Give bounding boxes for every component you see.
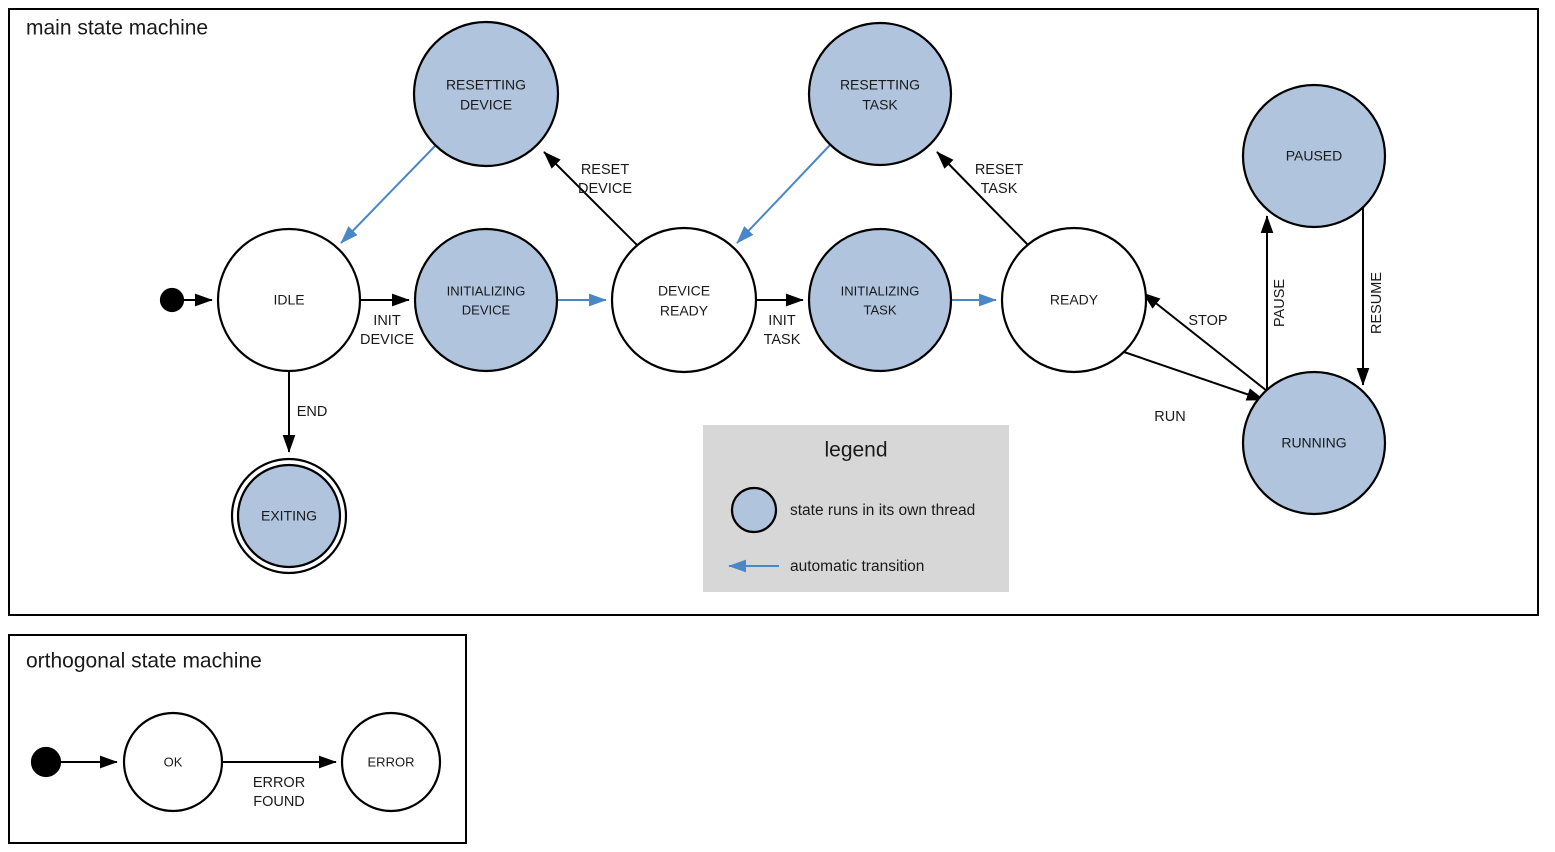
orthogonal-state-machine-title: orthogonal state machine — [26, 650, 262, 673]
state-resetting-task-label-line1: RESETTING — [840, 77, 920, 93]
state-initializing-task-label-line1: INITIALIZING — [841, 283, 920, 298]
transition-label-reset-device-line1: RESET — [581, 162, 629, 178]
transition-label-end: END — [297, 404, 328, 420]
transition-idle-to-initializing-device: INIT DEVICE — [360, 293, 414, 348]
transition-label-reset-task-line1: RESET — [975, 162, 1023, 178]
transition-resetting-device-to-idle — [340, 144, 437, 244]
transition-running-to-paused: PAUSE — [1260, 215, 1288, 400]
state-device-ready[interactable]: DEVICE READY — [610, 226, 758, 374]
main-state-machine-frame — [8, 8, 1539, 616]
state-error[interactable]: ERROR — [340, 711, 442, 813]
state-running[interactable]: RUNNING — [1241, 370, 1387, 516]
state-error-label: ERROR — [368, 754, 415, 769]
transition-idle-to-exiting: END — [282, 371, 328, 453]
state-device-ready-label-line1: DEVICE — [658, 283, 710, 299]
transition-label-stop: STOP — [1188, 313, 1227, 329]
state-initializing-device-label-line2: DEVICE — [462, 302, 511, 317]
transition-label-reset-task-line2: TASK — [981, 181, 1018, 197]
state-initializing-device-label-line1: INITIALIZING — [447, 283, 526, 298]
state-resetting-device-label-line2: DEVICE — [460, 97, 512, 113]
transition-label-pause: PAUSE — [1272, 279, 1288, 327]
transition-running-to-ready: STOP — [1142, 292, 1268, 392]
state-exiting[interactable]: EXITING — [230, 457, 348, 575]
state-paused[interactable]: PAUSED — [1241, 83, 1387, 229]
state-initializing-device[interactable]: INITIALIZING DEVICE — [413, 227, 559, 373]
transition-label-init-device-line2: DEVICE — [360, 332, 414, 348]
state-idle-label: IDLE — [273, 292, 304, 308]
transition-resetting-task-to-device-ready — [736, 144, 831, 244]
state-resetting-device-label-line1: RESETTING — [446, 77, 526, 93]
transition-label-init-task-line2: TASK — [764, 332, 801, 348]
transition-ready-to-resetting-task: RESET TASK — [936, 151, 1029, 246]
state-resetting-device[interactable]: RESETTING DEVICE — [412, 20, 560, 168]
transition-ok-to-error: ERROR FOUND — [222, 755, 337, 810]
state-paused-label: PAUSED — [1286, 148, 1343, 164]
transition-label-init-device-line1: INIT — [373, 313, 401, 329]
state-idle[interactable]: IDLE — [216, 227, 362, 373]
legend-item-label-thread: state runs in its own thread — [790, 502, 975, 519]
state-ready-label: READY — [1050, 292, 1099, 308]
legend-item-label-auto: automatic transition — [790, 558, 924, 575]
state-initial-pseudostate[interactable] — [159, 287, 185, 313]
main-state-machine-title: main state machine — [26, 17, 208, 40]
legend: legend state runs in its own thread auto… — [703, 425, 1009, 592]
state-exiting-label: EXITING — [261, 508, 317, 524]
state-ok-label: OK — [164, 754, 183, 769]
legend-thread-state-swatch — [730, 486, 778, 534]
state-ready[interactable]: READY — [1000, 226, 1148, 374]
state-resetting-task-label-line2: TASK — [862, 97, 898, 113]
transition-label-run: RUN — [1154, 409, 1185, 425]
transition-label-reset-device-line2: DEVICE — [578, 181, 632, 197]
legend-title: legend — [824, 439, 887, 462]
transition-label-error-found-line1: ERROR — [253, 775, 305, 791]
state-ortho-initial-pseudostate[interactable] — [30, 746, 62, 778]
transition-ready-to-running: RUN — [1123, 351, 1265, 425]
state-ok[interactable]: OK — [122, 711, 224, 813]
transition-label-resume: RESUME — [1369, 272, 1385, 334]
state-initializing-task-label-line2: TASK — [864, 302, 897, 317]
transition-device-ready-to-initializing-task: INIT TASK — [756, 293, 804, 348]
state-running-label: RUNNING — [1281, 435, 1346, 451]
orthogonal-state-machine-frame — [8, 634, 467, 844]
state-device-ready-label-line2: READY — [660, 303, 709, 319]
transition-label-init-task-line1: INIT — [768, 313, 796, 329]
state-resetting-task[interactable]: RESETTING TASK — [807, 21, 953, 167]
state-initializing-task[interactable]: INITIALIZING TASK — [807, 227, 953, 373]
transition-label-error-found-line2: FOUND — [253, 794, 305, 810]
transition-device-ready-to-resetting-device: RESET DEVICE — [543, 151, 638, 246]
transition-paused-to-running: RESUME — [1356, 205, 1385, 386]
